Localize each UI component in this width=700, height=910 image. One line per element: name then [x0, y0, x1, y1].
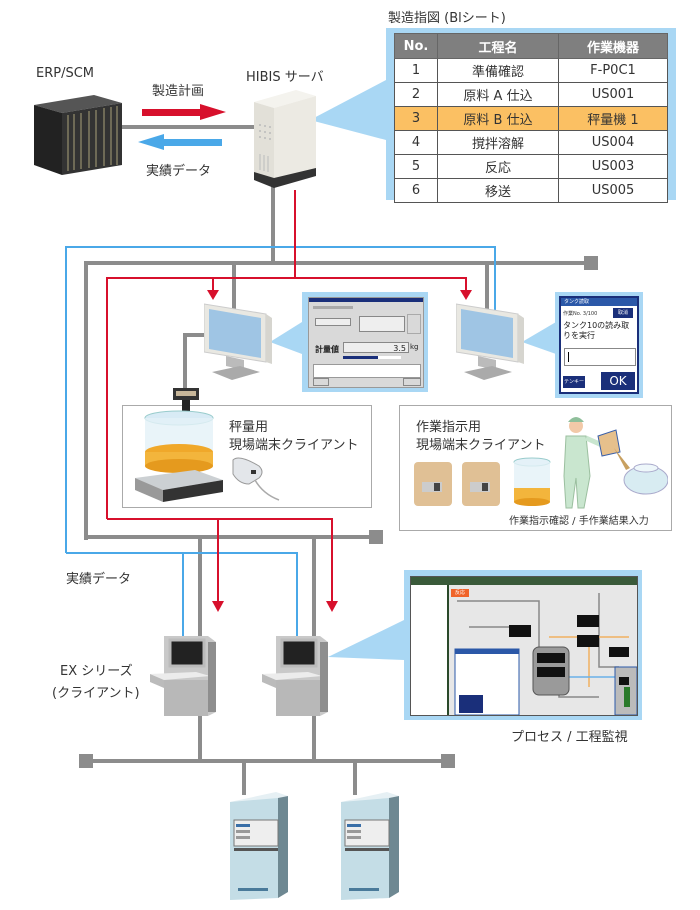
sheet-cell-process: 移送	[437, 178, 559, 203]
sheet-cell-device: US004	[558, 130, 668, 155]
col-no: No.	[394, 33, 438, 59]
sheet-cell-device: F-P0C1	[558, 58, 668, 83]
handheld-title: タンク読取	[561, 298, 637, 306]
controller-server-icon	[230, 792, 288, 900]
weigh-client-panel: 秤量用 現場端末クライアント	[122, 388, 372, 508]
bus-terminator	[369, 530, 383, 544]
sheet-cell-no: 4	[394, 130, 438, 155]
sheet-cell-no: 1	[394, 58, 438, 83]
bus-terminator	[584, 256, 598, 270]
tenkey-button[interactable]: テンキー	[563, 376, 585, 388]
ex-series-sublabel: (クライアント)	[52, 686, 140, 701]
weight-value: 3.5	[343, 342, 409, 353]
work-client-subtitle: 現場端末クライアント	[416, 438, 546, 453]
handheld-input[interactable]	[564, 348, 636, 366]
results-label: 実績データ	[146, 164, 212, 179]
weigh-pc-monitor-icon	[204, 303, 272, 380]
sheet-cell-process: 反応	[437, 154, 559, 179]
work-client-caption: 作業指示確認 / 手作業結果入力	[509, 516, 649, 527]
sheet-cell-process: 撹拌溶解	[437, 130, 559, 155]
ok-button[interactable]: OK	[601, 372, 635, 390]
sheet-title: 製造指図 (Blシート)	[388, 11, 506, 26]
ex-results-label: 実績データ	[66, 572, 132, 587]
work-pc-monitor-icon	[456, 303, 524, 380]
results-line-blue	[65, 246, 496, 553]
hibis-server-icon	[254, 90, 316, 188]
work-client-title: 作業指示用	[416, 420, 482, 435]
plan-arrow	[142, 104, 226, 120]
sheet-cell-no: 2	[394, 82, 438, 107]
erp-rack-icon	[34, 95, 122, 175]
sheet-cell-no: 6	[394, 178, 438, 203]
sheet-cell-no: 5	[394, 154, 438, 179]
weight-label: 計量値	[315, 345, 339, 354]
weigh-progress-fill	[343, 356, 378, 359]
col-device: 作業機器	[558, 33, 668, 59]
hibis-server-label: HIBIS サーバ	[246, 70, 324, 85]
sheet-cell-device: US001	[558, 82, 668, 107]
process-tab[interactable]: 反応	[451, 589, 469, 597]
sheet-cell-device: 秤量機 1	[558, 106, 668, 131]
erp-label: ERP/SCM	[36, 66, 95, 81]
sheet-cell-process: 原料 B 仕込	[437, 106, 559, 131]
weigh-progress-bar	[343, 356, 401, 359]
bus-terminator	[441, 754, 455, 768]
weigh-screen-callout: 計量値 3.5 kg	[302, 292, 428, 392]
ex-console-icon	[150, 636, 216, 716]
results-arrow	[138, 134, 222, 150]
callout-wedge	[310, 80, 386, 140]
process-monitor-caption: プロセス / 工程監視	[511, 730, 628, 745]
upper-lan-bus	[84, 261, 592, 540]
weigh-client-subtitle: 現場端末クライアント	[229, 438, 359, 453]
weight-unit: kg	[410, 343, 419, 351]
plan-label: 製造計画	[152, 84, 205, 99]
bus-terminator	[79, 754, 93, 768]
weigh-client-title: 秤量用	[229, 420, 269, 435]
controller-server-icon	[341, 792, 399, 900]
sheet-cell-process: 準備確認	[437, 58, 559, 83]
sheet-cell-process: 原料 A 仕込	[437, 82, 559, 107]
arrow-down-icon	[460, 290, 472, 300]
handheld-screen-callout: タンク読取 作業No. 3/100 取消 タンク10の読み取りを実行 テンキー …	[555, 292, 643, 398]
arrow-down-icon	[207, 290, 219, 300]
process-monitor-screen: 反応	[410, 576, 638, 716]
sheet-cell-device: US005	[558, 178, 668, 203]
barcode-scanner-icon	[232, 457, 280, 501]
handheld-message: タンク10の読み取りを実行	[563, 321, 630, 340]
cancel-button[interactable]: 取消	[613, 308, 633, 318]
arrow-down-icon	[326, 601, 338, 612]
weighing-scale-icon	[135, 388, 223, 502]
sheet-cell-device: US003	[558, 154, 668, 179]
sheet-cell-no: 3	[394, 106, 438, 131]
worker-icon	[563, 417, 668, 509]
material-bags-icon	[414, 457, 551, 506]
handheld-screen: タンク読取 作業No. 3/100 取消 タンク10の読み取りを実行 テンキー …	[559, 296, 639, 394]
col-process: 工程名	[437, 33, 559, 59]
ex-console-icon	[262, 636, 328, 716]
end-button[interactable]	[313, 378, 329, 386]
process-monitor-callout: 反応	[404, 570, 642, 720]
ex-series-label: EX シリーズ	[60, 664, 133, 679]
arrow-down-icon	[212, 601, 224, 612]
error-button[interactable]	[403, 378, 421, 386]
work-client-panel: 作業指示用 現場端末クライアント 作業指示確認 / 手作業結果入力	[399, 405, 672, 531]
handheld-count: 作業No. 3/100	[563, 311, 598, 317]
weigh-screen: 計量値 3.5 kg	[308, 297, 424, 388]
